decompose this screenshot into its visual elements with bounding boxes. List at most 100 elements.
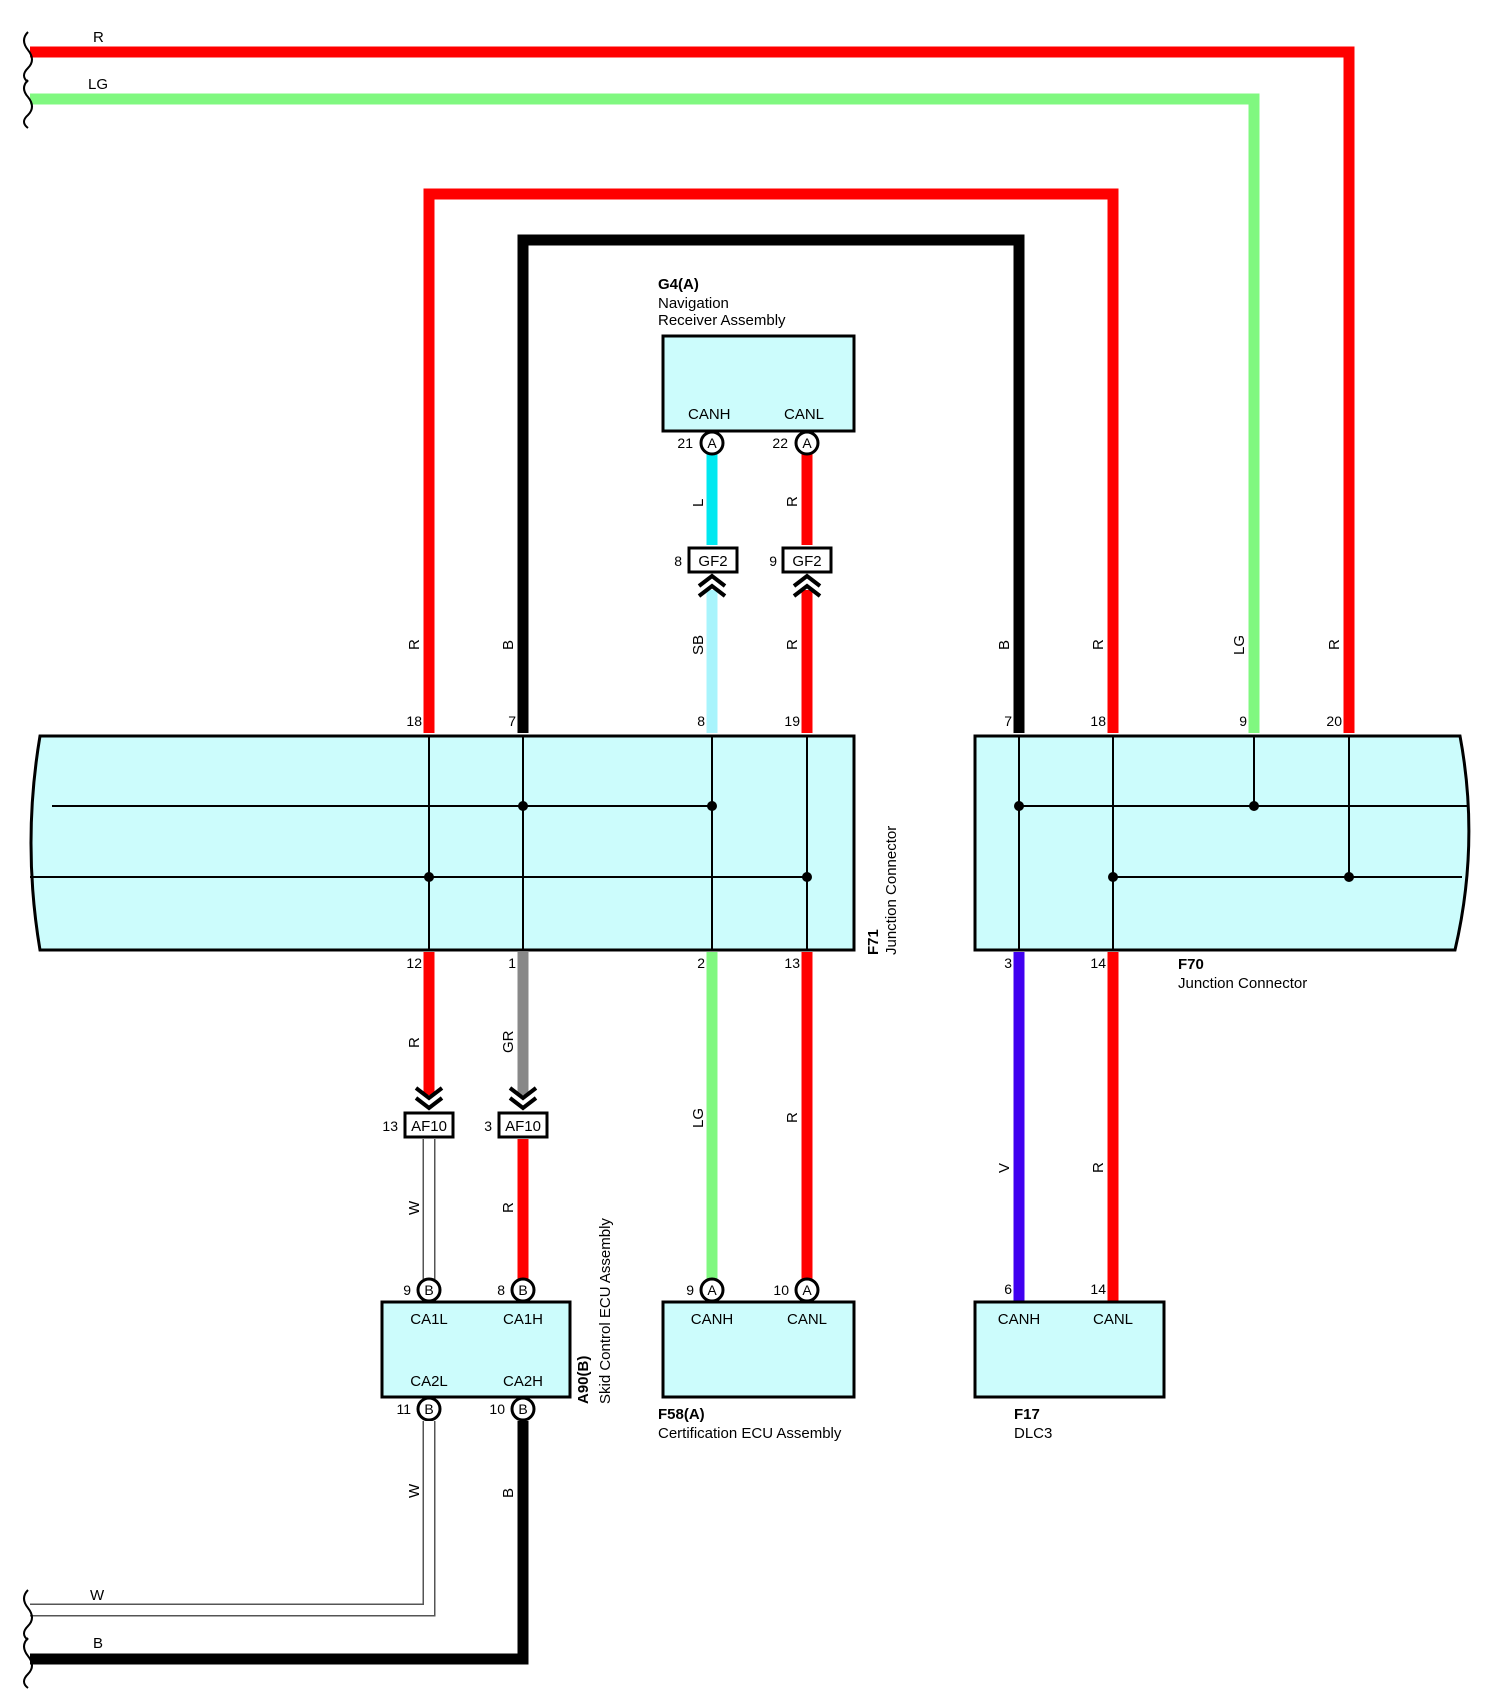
gf2-left-label: GF2: [698, 553, 727, 570]
af10-wire-right-below-label: R: [500, 1202, 517, 1213]
a90-pin-bot-right: 10: [489, 1401, 505, 1417]
g4-pin-canh: 21: [677, 435, 693, 451]
f71-box: [29, 734, 856, 952]
f70-bottom-pin: 14: [1090, 955, 1106, 971]
af10-right-box: [497, 1111, 549, 1139]
f17-wire-canh-label: V: [996, 1163, 1013, 1173]
f71-code: F71: [865, 929, 882, 955]
g4-navigation-receiver: G4(A) Navigation Receiver Assembly CANH …: [658, 276, 856, 545]
f71-bottom-pin: 2: [697, 955, 705, 971]
g4-wire-canl-label: R: [784, 496, 801, 507]
f70-name: Junction Connector: [1178, 975, 1307, 992]
f70-top-wire-label: R: [1090, 639, 1107, 650]
g4-conn-letter: A: [707, 435, 717, 451]
f58-sig-canl: CANL: [787, 1311, 827, 1328]
af10-right-chevron: [508, 1086, 538, 1111]
bus-wire-r-label: R: [93, 29, 104, 46]
wire-break-symbol: [23, 1637, 33, 1689]
f71-name: Junction Connector: [883, 826, 900, 955]
f71-top-pin: 19: [784, 713, 800, 729]
f17-dlc3: V R 6 14 CANH CANL F17 DLC3: [973, 952, 1166, 1442]
f58-pin-canl: 10: [773, 1282, 789, 1298]
a90-sig-bot-right: CA2H: [503, 1373, 543, 1390]
af10-left-chevron: [414, 1086, 444, 1111]
g4-code: G4(A): [658, 276, 699, 293]
f70-top-pin: 20: [1326, 713, 1342, 729]
a90-sig-top-left: CA1L: [410, 1311, 448, 1328]
f58-certification-ecu: LG R A A 9 10 CANH CANL F58(A) Certifica…: [658, 952, 856, 1442]
g4-pin-canh-terminal: [699, 430, 725, 456]
g4-name-line2: Receiver Assembly: [658, 312, 786, 329]
a90-conn-letter: B: [518, 1401, 527, 1417]
gf2-connectors: GF2 8 GF2 9: [674, 546, 833, 733]
bus-out-b: [30, 1421, 529, 1665]
a90-sig-bot-left: CA2L: [410, 1373, 448, 1390]
bus-out-w: [30, 1421, 434, 1615]
f17-pin-canl: 14: [1090, 1281, 1106, 1297]
bus-wire-lg-label: LG: [88, 76, 108, 93]
gf2-right-box: [781, 546, 833, 574]
a90-pin-top-right: 8: [497, 1282, 505, 1298]
bus-wire-r: [30, 46, 1355, 733]
f58-box: [661, 1300, 856, 1399]
f71-top-wire-label: SB: [690, 635, 707, 655]
top-bus-wires: R LG: [23, 29, 1355, 733]
f71-bottom-pin: 12: [406, 955, 422, 971]
af10-wire-left-above-label: R: [406, 1037, 423, 1048]
f58-pin-canh: 9: [686, 1282, 694, 1298]
af10-right-label: AF10: [505, 1118, 541, 1135]
f71-top-wire-label: R: [406, 639, 423, 650]
f71-junction-dot: [707, 801, 717, 811]
a90-pin-terminal: [510, 1396, 536, 1422]
f71-bottom-pin: 1: [508, 955, 516, 971]
a90-code: A90(B): [575, 1356, 592, 1404]
f71-junction-dot: [518, 801, 528, 811]
a90-name: Skid Control ECU Assembly: [597, 1218, 614, 1404]
f70-box: [973, 734, 1471, 952]
af10-left-pin: 13: [382, 1118, 398, 1134]
f71-junction-connector: 18 7 8 19 R B SB R 12 1 2 13 F71 Junctio…: [29, 635, 900, 971]
f70-bottom-pin: 3: [1004, 955, 1012, 971]
f70-code: F70: [1178, 956, 1204, 973]
a90-wire-below-left-label: W: [406, 1483, 423, 1498]
g4-pin-canl-terminal: [794, 430, 820, 456]
f71-bottom-pin: 13: [784, 955, 800, 971]
a90-sig-top-right: CA1H: [503, 1311, 543, 1328]
gf2-left-chevron: [697, 573, 727, 598]
f58-wire-canl-label: R: [784, 1112, 801, 1123]
a90-box: [380, 1300, 572, 1399]
gf2-right-pin: 9: [769, 553, 777, 569]
bus-out-b-label: B: [93, 1635, 103, 1652]
g4-sig-canl: CANL: [784, 406, 824, 423]
a90-wire-below-right-label: B: [500, 1488, 517, 1498]
f71-top-pin: 7: [508, 713, 516, 729]
f17-box: [973, 1300, 1166, 1399]
a90-pin-terminal: [416, 1396, 442, 1422]
bus-wire-lg: [30, 93, 1260, 733]
gf2-left-pin: 8: [674, 553, 682, 569]
f71-top-wire-label: B: [500, 640, 517, 650]
f58-sig-canh: CANH: [691, 1311, 734, 1328]
gf2-right-label: GF2: [792, 553, 821, 570]
af10-left-label: AF10: [411, 1118, 447, 1135]
af10-right-pin: 3: [484, 1118, 492, 1134]
bus-out-w-outline: [30, 1421, 436, 1617]
f70-top-wire-label: LG: [1231, 635, 1248, 655]
a90-pin-terminal: [416, 1277, 442, 1303]
g4-box: [661, 334, 856, 433]
f17-pin-canh: 6: [1004, 1281, 1012, 1297]
a90-skid-control-branch: R GR AF10 13 AF10 3 W R CA1L CA1H CA2L C…: [23, 952, 614, 1689]
loop-wire-r: [423, 188, 1119, 733]
f17-name: DLC3: [1014, 1425, 1052, 1442]
f71-top-pin: 8: [697, 713, 705, 729]
f17-code: F17: [1014, 1406, 1040, 1423]
f70-junction-dot: [1344, 872, 1354, 882]
f58-wire-canh-label: LG: [690, 1108, 707, 1128]
f58-conn-letter: A: [802, 1282, 812, 1298]
f71-top-pin: 18: [406, 713, 422, 729]
a90-pin-bot-left: 11: [396, 1401, 411, 1417]
gf2-left-box: [687, 546, 739, 574]
f58-name: Certification ECU Assembly: [658, 1425, 842, 1442]
loop-wire-b: [517, 234, 1025, 733]
f17-sig-canl: CANL: [1093, 1311, 1133, 1328]
